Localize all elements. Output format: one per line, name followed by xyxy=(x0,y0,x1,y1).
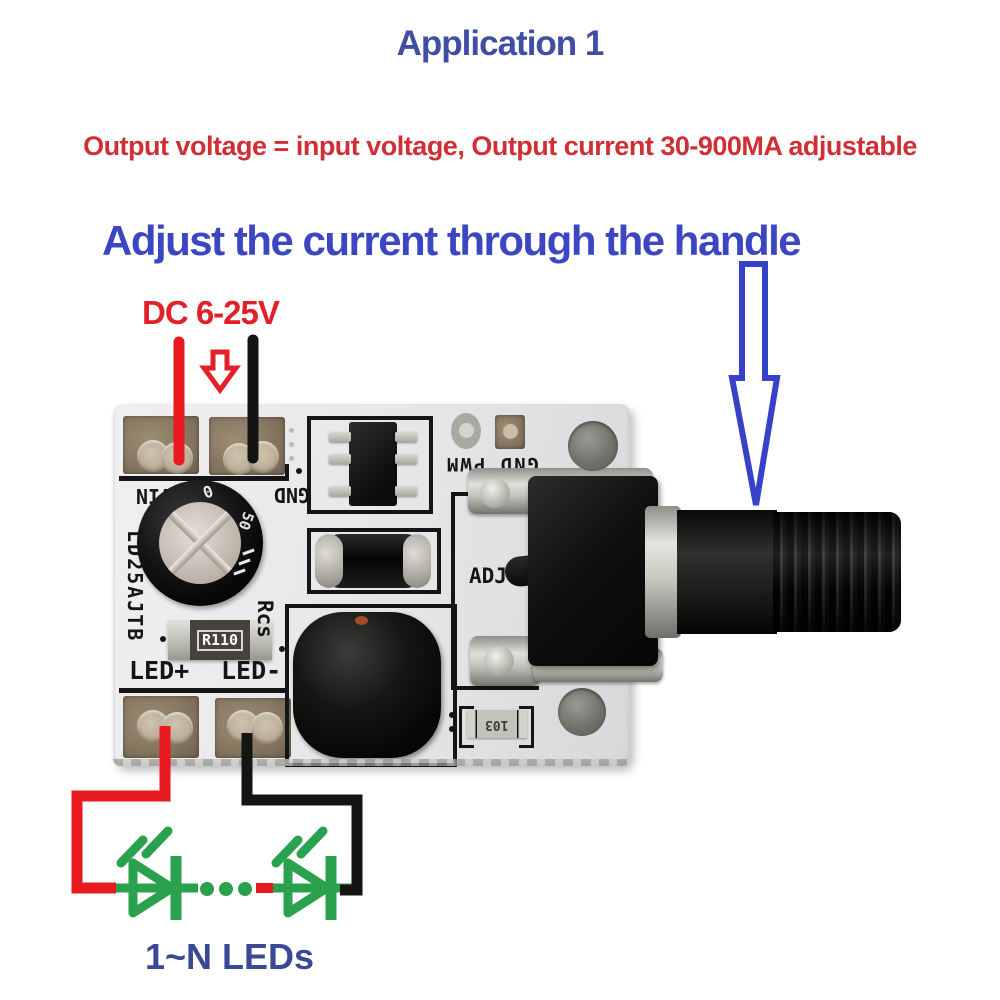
blue-pointer-arrow-icon xyxy=(728,261,781,506)
sense-resistor-marking: R110 xyxy=(196,629,244,651)
pot-shaft xyxy=(677,510,777,634)
led-plus-label: LED+ xyxy=(129,656,190,685)
part-number-label: LD25AJTB xyxy=(123,530,147,643)
silkscreen-line-top xyxy=(119,476,289,481)
ic-chip xyxy=(349,422,397,506)
ic-outline xyxy=(307,416,433,514)
silkscreen-line-bottom xyxy=(119,688,289,693)
series-dots xyxy=(200,882,252,896)
diode-outline xyxy=(307,528,441,594)
pwm-round-pad xyxy=(451,413,481,449)
electrolytic-capacitor: 0 50 xyxy=(137,480,263,606)
led-minus-label: LED- xyxy=(221,656,282,685)
board-edge xyxy=(113,759,630,766)
leds-count-label: 1~N LEDs xyxy=(145,936,315,977)
inductor xyxy=(293,612,441,758)
smd-bracket-right xyxy=(519,706,534,748)
diode-body xyxy=(315,534,431,588)
silkscreen-dot xyxy=(449,712,455,718)
via-dots xyxy=(289,428,294,461)
pot-body xyxy=(528,476,658,666)
vin-pad xyxy=(123,416,199,474)
led-symbol-1 xyxy=(114,826,198,920)
pot-collar xyxy=(645,506,681,638)
silkscreen-tick-top xyxy=(285,464,289,478)
led-minus-wire xyxy=(241,733,363,896)
smd-resistor: 103 xyxy=(467,710,527,738)
silkscreen-dot xyxy=(296,468,302,474)
silkscreen-dot xyxy=(160,636,166,642)
silkscreen-dot xyxy=(449,726,455,732)
dc-input-label: DC 6-25V xyxy=(142,294,280,331)
gnd-square-pad xyxy=(495,415,525,449)
led-minus-pad xyxy=(215,698,291,758)
led-plus-wire xyxy=(71,726,171,894)
mounting-hole-bottom xyxy=(558,688,606,736)
adj-label: ADJ xyxy=(469,564,507,588)
pcb-board: VIN GND 0 50 LD25AJTB R110 Rcs LED+ LED- xyxy=(113,404,901,767)
led-symbol-2 xyxy=(269,826,353,920)
mounting-hole-top xyxy=(568,421,618,471)
pot-knurled-handle xyxy=(773,512,901,632)
smd-bracket-left xyxy=(459,706,474,748)
rcs-label: Rcs xyxy=(253,600,277,638)
spec-line: Output voltage = input voltage, Output c… xyxy=(83,131,917,161)
page-title: Application 1 xyxy=(396,24,605,63)
adjust-heading: Adjust the current through the handle xyxy=(102,217,802,264)
red-down-arrow-icon xyxy=(199,349,241,395)
sense-resistor: R110 xyxy=(168,620,272,660)
silkscreen-dot xyxy=(279,646,285,652)
